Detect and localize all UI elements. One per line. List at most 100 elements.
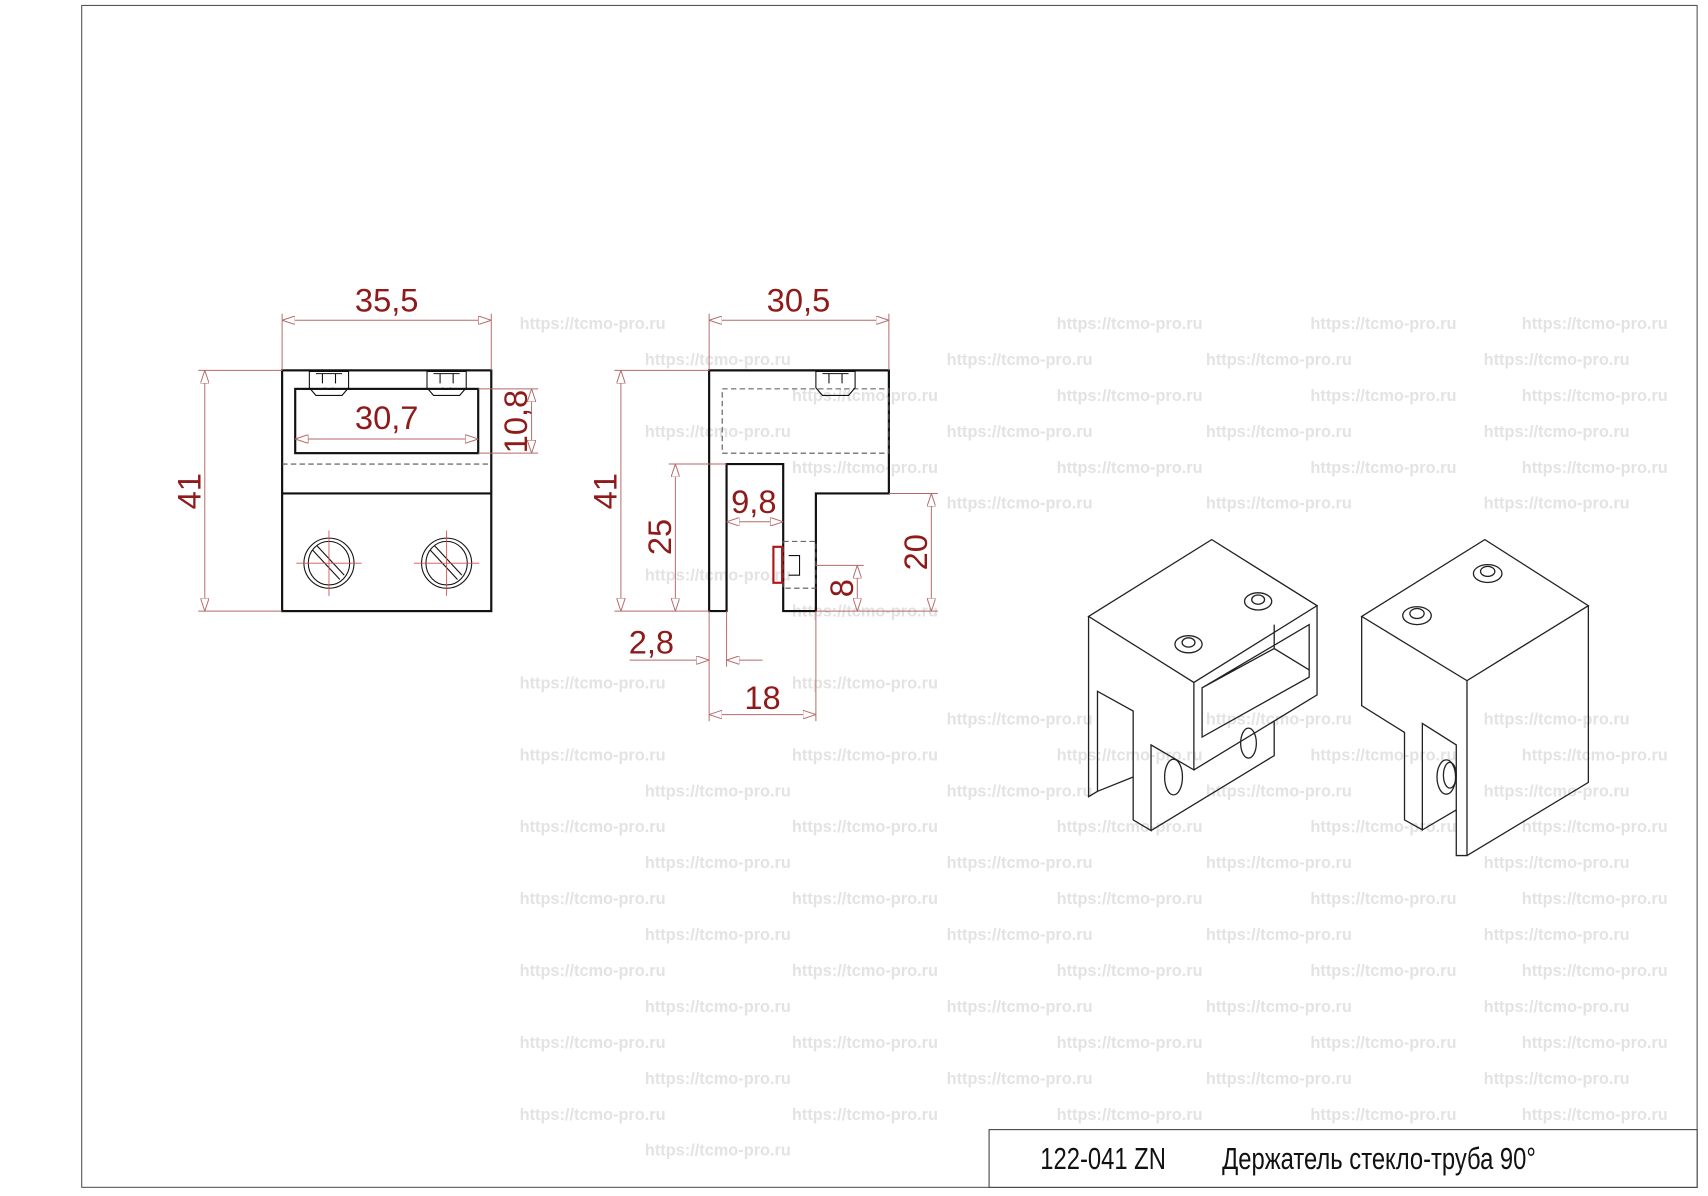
dim-base-width: 18	[744, 679, 780, 716]
dim-front-width: 35,5	[355, 282, 419, 319]
watermark-text: https://tcmo-pro.ru	[1310, 315, 1456, 333]
watermark-text: https://tcmo-pro.ru	[1310, 1106, 1456, 1124]
watermark-text: https://tcmo-pro.ru	[1522, 459, 1668, 477]
watermark-text: https://tcmo-pro.ru	[1522, 746, 1668, 764]
watermark-text: https://tcmo-pro.ru	[947, 495, 1093, 513]
watermark-text: https://tcmo-pro.ru	[1206, 351, 1352, 369]
watermark-text: https://tcmo-pro.ru	[1057, 315, 1203, 333]
dim-gap-width: 9,8	[731, 483, 776, 520]
watermark-text: https://tcmo-pro.ru	[1310, 962, 1456, 980]
watermark-text: https://tcmo-pro.ru	[947, 1070, 1093, 1088]
dim-side-height: 41	[587, 473, 624, 509]
watermark-text: https://tcmo-pro.ru	[1522, 962, 1668, 980]
watermark-text: https://tcmo-pro.ru	[1484, 926, 1630, 944]
isometric-view-front	[1089, 540, 1317, 831]
dim-side-width: 30,5	[767, 282, 831, 319]
watermark-text: https://tcmo-pro.ru	[1310, 818, 1456, 836]
watermark-text: https://tcmo-pro.ru	[1522, 818, 1668, 836]
dim-lower-height: 20	[897, 534, 934, 570]
watermark-text: https://tcmo-pro.ru	[1484, 782, 1630, 800]
watermark-text: https://tcmo-pro.ru	[520, 890, 666, 908]
isometric-view-back	[1362, 540, 1589, 856]
watermark-text: https://tcmo-pro.ru	[520, 746, 666, 764]
watermark-text: https://tcmo-pro.ru	[1310, 459, 1456, 477]
watermark-text: https://tcmo-pro.ru	[1057, 818, 1203, 836]
watermark-text: https://tcmo-pro.ru	[1057, 890, 1203, 908]
watermark-text: https://tcmo-pro.ru	[947, 351, 1093, 369]
dim-front-height: 41	[170, 473, 207, 509]
watermark-text: https://tcmo-pro.ru	[1484, 1070, 1630, 1088]
dim-gap-height: 25	[641, 519, 678, 555]
watermark-text: https://tcmo-pro.ru	[645, 1142, 791, 1160]
watermark-text: https://tcmo-pro.ru	[1310, 387, 1456, 405]
watermark-text: https://tcmo-pro.ru	[645, 423, 791, 441]
watermark-text: https://tcmo-pro.ru	[947, 782, 1093, 800]
watermark-text: https://tcmo-pro.ru	[1310, 890, 1456, 908]
watermark-text: https://tcmo-pro.ru	[947, 926, 1093, 944]
watermark-text: https://tcmo-pro.ru	[947, 998, 1093, 1016]
watermark-text: https://tcmo-pro.ru	[1206, 423, 1352, 441]
watermark-text: https://tcmo-pro.ru	[1522, 890, 1668, 908]
watermark-text: https://tcmo-pro.ru	[792, 1106, 938, 1124]
watermark-text: https://tcmo-pro.ru	[1206, 782, 1352, 800]
sheet-border	[81, 4, 1698, 1188]
part-name: Держатель стекло-труба 90°	[1222, 1141, 1536, 1176]
top-screw-icon	[308, 370, 467, 396]
dim-screw-height: 8	[823, 579, 860, 597]
watermark-text: https://tcmo-pro.ru	[520, 1106, 666, 1124]
dim-wall: 2,8	[629, 624, 674, 661]
watermark-text: https://tcmo-pro.ru	[645, 567, 791, 585]
watermark-text: https://tcmo-pro.ru	[645, 854, 791, 872]
watermark-text: https://tcmo-pro.ru	[1484, 998, 1630, 1016]
watermark-text: https://tcmo-pro.ru	[1057, 1034, 1203, 1052]
watermark-text: https://tcmo-pro.ru	[947, 854, 1093, 872]
slotted-screw-icon	[296, 530, 480, 596]
watermark-text: https://tcmo-pro.ru	[792, 459, 938, 477]
set-screw-marker	[772, 545, 784, 584]
watermark-text: https://tcmo-pro.ru	[792, 962, 938, 980]
watermark-text: https://tcmo-pro.ru	[645, 1070, 791, 1088]
watermark-text: https://tcmo-pro.ru	[1484, 854, 1630, 872]
watermark-text: https://tcmo-pro.ru	[1057, 387, 1203, 405]
watermark-text: https://tcmo-pro.ru	[1206, 495, 1352, 513]
watermark-text: https://tcmo-pro.ru	[1057, 746, 1203, 764]
watermark-text: https://tcmo-pro.ru	[645, 782, 791, 800]
watermark-text: https://tcmo-pro.ru	[1522, 315, 1668, 333]
watermark-text: https://tcmo-pro.ru	[520, 818, 666, 836]
watermark-text: https://tcmo-pro.ru	[645, 351, 791, 369]
watermark-text: https://tcmo-pro.ru	[1310, 746, 1456, 764]
watermark-text: https://tcmo-pro.ru	[1484, 495, 1630, 513]
dim-slot-width: 30,7	[355, 399, 419, 436]
watermark-text: https://tcmo-pro.ru	[520, 315, 666, 333]
watermark-text: https://tcmo-pro.ru	[520, 962, 666, 980]
watermark-text: https://tcmo-pro.ru	[947, 710, 1093, 728]
part-number: 122-041 ZN	[1040, 1141, 1166, 1176]
side-view: 30,5 41 25 9,8 20 8 2,8 18	[587, 282, 938, 722]
watermark-text: https://tcmo-pro.ru	[792, 818, 938, 836]
watermark-text: https://tcmo-pro.ru	[792, 674, 938, 692]
watermark-text: https://tcmo-pro.ru	[520, 674, 666, 692]
watermark-text: https://tcmo-pro.ru	[1522, 1034, 1668, 1052]
watermark-text: https://tcmo-pro.ru	[792, 1034, 938, 1052]
watermark-text: https://tcmo-pro.ru	[1310, 1034, 1456, 1052]
watermark-text: https://tcmo-pro.ru	[792, 746, 938, 764]
front-view: 35,5 41 30,7 10,8	[170, 282, 539, 613]
watermark-text: https://tcmo-pro.ru	[1484, 351, 1630, 369]
watermark-text: https://tcmo-pro.ru	[1206, 1070, 1352, 1088]
watermark-text: https://tcmo-pro.ru	[1206, 710, 1352, 728]
watermark-text: https://tcmo-pro.ru	[1057, 1106, 1203, 1124]
watermark-text: https://tcmo-pro.ru	[792, 890, 938, 908]
watermark-text: https://tcmo-pro.ru	[1206, 926, 1352, 944]
watermark-text: https://tcmo-pro.ru	[1522, 387, 1668, 405]
watermark-text: https://tcmo-pro.ru	[792, 387, 938, 405]
watermark-text: https://tcmo-pro.ru	[645, 926, 791, 944]
watermark-text: https://tcmo-pro.ru	[947, 423, 1093, 441]
watermark-text: https://tcmo-pro.ru	[1206, 998, 1352, 1016]
watermark-text: https://tcmo-pro.ru	[1057, 459, 1203, 477]
watermark-text: https://tcmo-pro.ru	[1484, 710, 1630, 728]
watermark-text: https://tcmo-pro.ru	[520, 1034, 666, 1052]
watermark-text: https://tcmo-pro.ru	[1522, 1106, 1668, 1124]
watermark-text: https://tcmo-pro.ru	[1057, 962, 1203, 980]
